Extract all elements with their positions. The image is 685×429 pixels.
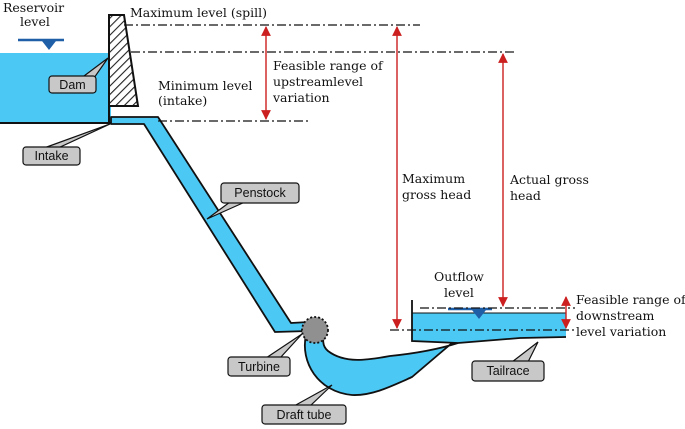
callout-penstock-text: Penstock: [234, 186, 286, 200]
dimension-arrows: [261, 26, 571, 329]
callout-tailrace-box: [471, 360, 545, 382]
callout-draft-tube-box: [261, 404, 347, 425]
callout-intake-text: Intake: [34, 149, 68, 163]
outflow-level-marker: [472, 310, 486, 319]
callout-tailrace-pointer: [510, 341, 539, 363]
callout-intake-box: [22, 146, 81, 166]
feasible-downstream-label-line3: level variation: [576, 324, 667, 339]
tailrace-outline: [411, 300, 567, 344]
max-gross-head-label-line1: Maximum: [402, 171, 466, 186]
actual-gross-head-label-line2: head: [510, 188, 541, 203]
feasible-upstream-label-line1: Feasible range of: [273, 58, 383, 73]
outflow-level-label-line2: level: [444, 285, 474, 300]
outflow-level-label-line1: Outflow: [434, 269, 484, 284]
feasible-upstream-label-line2: upstreamlevel: [273, 74, 364, 89]
callout-penstock: Penstock: [206, 182, 300, 220]
callout-turbine-text: Turbine: [238, 360, 280, 374]
reservoir-level-label-line2: level: [20, 14, 50, 29]
callout-dam-text: Dam: [59, 78, 85, 92]
max-gross-head-label-line2: gross head: [402, 187, 472, 202]
callout-turbine-pointer: [264, 333, 303, 359]
callout-penstock-box: [220, 182, 300, 204]
callout-intake-pointer: [43, 123, 111, 149]
draft-tube: [304, 331, 459, 396]
callout-tailrace: Tailrace: [471, 341, 545, 382]
min-level-label-line1: Minimum level: [158, 78, 253, 93]
dam: [108, 14, 140, 107]
feasible-upstream-label-line3: variation: [273, 90, 330, 105]
feasible-downstream-label-line2: downstream: [576, 308, 655, 323]
reference-lines: [124, 24, 575, 331]
reservoir-level-marker: [42, 41, 56, 50]
max-level-label: Maximum level (spill): [130, 5, 268, 20]
callout-dam: Dam: [48, 57, 109, 94]
callout-draft-tube: Draft tube: [261, 384, 347, 425]
penstock-pipe: [110, 116, 310, 333]
callout-turbine: Turbine: [227, 333, 303, 377]
callout-tailrace-text: Tailrace: [486, 364, 529, 378]
actual-gross-head-label-line1: Actual gross: [510, 172, 589, 187]
tailrace-water: [412, 313, 566, 343]
callout-intake: Intake: [22, 123, 111, 166]
min-level-label-line2: (intake): [158, 93, 208, 108]
dam-crest-outline: [108, 105, 138, 123]
callout-draft-tube-pointer: [293, 384, 333, 407]
feasible-downstream-label-line1: Feasible range of: [576, 292, 685, 307]
callout-draft-tube-text: Draft tube: [277, 408, 332, 422]
turbine: [301, 316, 329, 344]
callout-turbine-box: [227, 356, 291, 377]
callout-dam-box: [48, 75, 97, 94]
reservoir-level-label-line1: Reservoir: [3, 0, 65, 15]
